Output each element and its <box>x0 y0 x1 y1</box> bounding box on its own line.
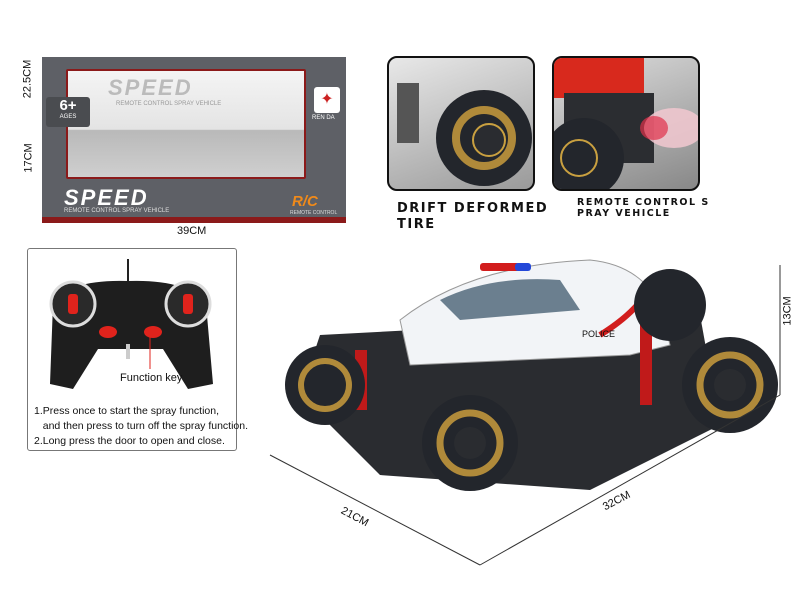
feature-photo-spray <box>552 56 700 191</box>
car-illustration: POLICE <box>269 259 781 566</box>
width-dimension-line <box>269 454 481 566</box>
package-box: SPEED REMOTE CONTROL SPRAY VEHICLE 6+ AG… <box>42 57 346 223</box>
package-subtitle: REMOTE CONTROL SPRAY VEHICLE <box>64 208 170 214</box>
rear-left-wheel <box>285 345 365 425</box>
remote-instructions: 1.Press once to start the spray function… <box>34 405 249 447</box>
car-door-text: POLICE <box>582 329 615 339</box>
spray-illustration <box>554 58 698 189</box>
box-width-label: 39CM <box>177 225 207 237</box>
maker-name: REN DA <box>312 115 335 121</box>
age-badge: 6+ AGES <box>46 97 90 127</box>
front-right-wheel <box>682 337 778 433</box>
age-value: 6+ <box>59 97 77 114</box>
package-window-subtitle: REMOTE CONTROL SPRAY VEHICLE <box>116 101 222 107</box>
front-left-wheel <box>422 395 518 491</box>
rc-sub: REMOTE CONTROL <box>290 210 338 216</box>
feature-caption-tire: DRIFT DEFORMED TIRE <box>397 201 549 232</box>
box-depth-label: 17CM <box>22 143 35 173</box>
remote-controller-illustration <box>49 259 213 389</box>
package-logo: SPEED <box>64 185 149 210</box>
package-window-logo: SPEED <box>108 75 193 100</box>
car-height-label: 13CM <box>781 296 794 326</box>
remote-panel: Function key 1.Press once to start the s… <box>27 248 248 451</box>
rc-badge: R/C <box>292 193 318 210</box>
age-label: AGES <box>59 114 77 120</box>
package-window: SPEED REMOTE CONTROL SPRAY VEHICLE <box>66 69 306 179</box>
tire-illustration <box>397 83 532 186</box>
feature-photo-tire <box>387 56 535 191</box>
function-key-label: Function key <box>120 372 183 384</box>
maker-logo: ✦ <box>314 87 340 113</box>
box-height-label: 22.5CM <box>21 59 34 99</box>
feature-caption-spray: REMOTE CONTROL S PRAY VEHICLE <box>577 197 710 219</box>
length-dimension-line <box>479 394 781 566</box>
rear-right-wheel <box>634 269 706 341</box>
